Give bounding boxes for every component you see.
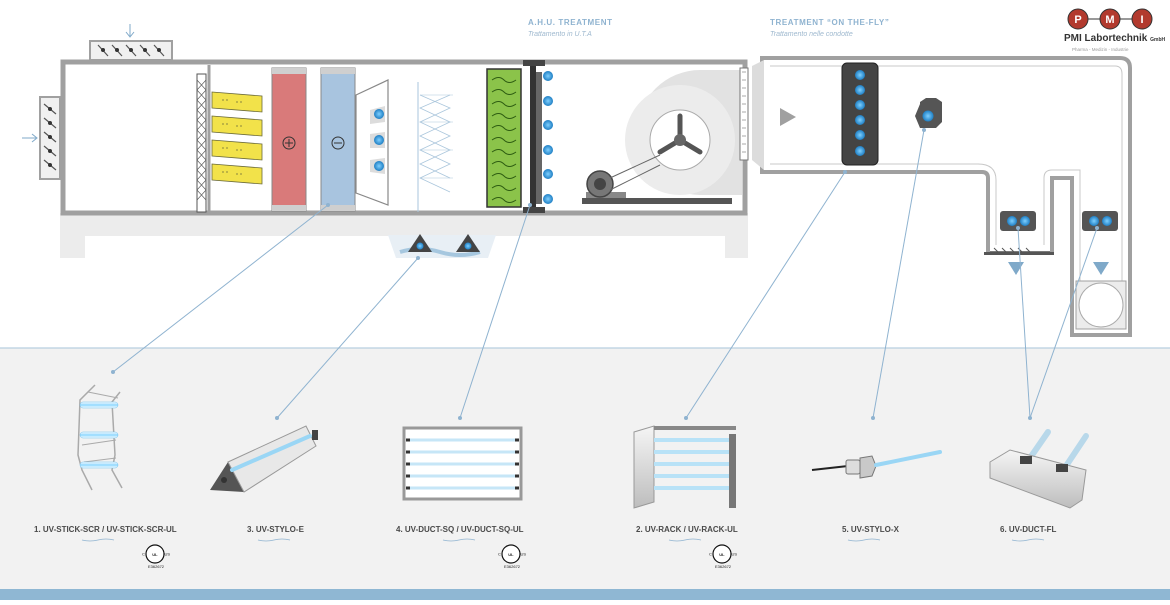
leader-lines [112, 129, 1098, 419]
product-panel-bg [0, 348, 1170, 600]
ahu-section-title: A.H.U. TREATMENT [528, 18, 613, 27]
cooling-coil [320, 67, 356, 212]
svg-text:C: C [498, 552, 501, 557]
air-in-arrow-side [22, 133, 38, 143]
label-underlines [81, 538, 1045, 542]
drain-pan [388, 234, 496, 258]
ahu-section-subtitle: Trattamento in U.T.A [528, 31, 592, 38]
svg-text:UL: UL [152, 552, 158, 557]
brand-name: PMI Labortechnik GmbH [1064, 33, 1165, 44]
air-in-arrow-top [125, 24, 135, 38]
svg-text:C: C [142, 552, 145, 557]
svg-text:UL: UL [508, 552, 514, 557]
product-image-uv-duct-fl [989, 429, 1089, 509]
product-image-uv-stick-scr [77, 384, 123, 491]
svg-text:E362672: E362672 [504, 564, 521, 569]
brand-name-text: PMI Labortechnik [1064, 33, 1148, 44]
svg-text:M: M [1105, 14, 1114, 26]
product-image-uv-stylo-e [210, 425, 318, 493]
svg-text:P: P [1074, 14, 1081, 26]
droplet-eliminator [417, 82, 453, 212]
product-label-uv-duct-sq: 4. UV-DUCT-SQ / UV-DUCT-SQ-UL [396, 525, 524, 534]
svg-text:US: US [732, 552, 738, 557]
brand-tagline: Pharma - Medizin - Industrie [1072, 47, 1129, 52]
uv-duct-sq-installation [523, 60, 553, 213]
fan-unit [582, 67, 749, 204]
fly-section-subtitle: Trattamento nelle condotte [770, 31, 853, 38]
product-label-uv-stick-scr: 1. UV-STICK-SCR / UV-STICK-SCR-UL [34, 525, 177, 534]
bottom-bar [0, 589, 1170, 600]
duct-system [752, 56, 1132, 337]
svg-text:I: I [1140, 14, 1143, 26]
product-image-uv-stylo-x [811, 450, 942, 479]
product-label-uv-stylo-e: 3. UV-STYLO-E [247, 525, 304, 534]
uv-led-icon [374, 161, 384, 171]
svg-text:E362672: E362672 [715, 564, 732, 569]
svg-text:E362672: E362672 [148, 564, 165, 569]
ul-certification-icon: UL C US E362672 [142, 544, 171, 569]
uv-duct-fl-installation [984, 211, 1127, 330]
uv-led-icon [374, 109, 384, 119]
ul-certification-icon: UL C US E362672 [709, 544, 738, 569]
pre-filter [196, 73, 207, 213]
product-image-uv-duct-sq [402, 426, 523, 501]
product-label-uv-rack: 2. UV-RACK / UV-RACK-UL [636, 525, 738, 534]
svg-text:US: US [165, 552, 171, 557]
svg-text:UL: UL [719, 552, 725, 557]
uv-stylo-x-installation [915, 98, 942, 128]
ul-certification-icon: UL C US E362672 [498, 544, 527, 569]
product-image-uv-rack [633, 425, 736, 509]
ahu-unit [22, 24, 749, 258]
bag-filter [211, 91, 263, 185]
product-label-uv-stylo-x: 5. UV-STYLO-X [842, 525, 899, 534]
uv-rack-installation [841, 62, 879, 166]
product-label-uv-duct-fl: 6. UV-DUCT-FL [1000, 525, 1057, 534]
airflow-arrow [780, 108, 796, 126]
heating-coil [271, 67, 307, 212]
plus-icon [282, 136, 296, 150]
svg-text:US: US [521, 552, 527, 557]
logo-icon: P M I [1067, 8, 1153, 30]
fly-section-title: TREATMENT “ON THE-FLY” [770, 18, 890, 27]
leader-dots [111, 128, 1099, 420]
humidifier-media [486, 68, 522, 208]
uv-led-icon [374, 135, 384, 145]
minus-icon [331, 136, 345, 150]
svg-text:C: C [709, 552, 712, 557]
brand-suffix: GmbH [1150, 37, 1166, 43]
uv-stick-installation [355, 79, 389, 206]
